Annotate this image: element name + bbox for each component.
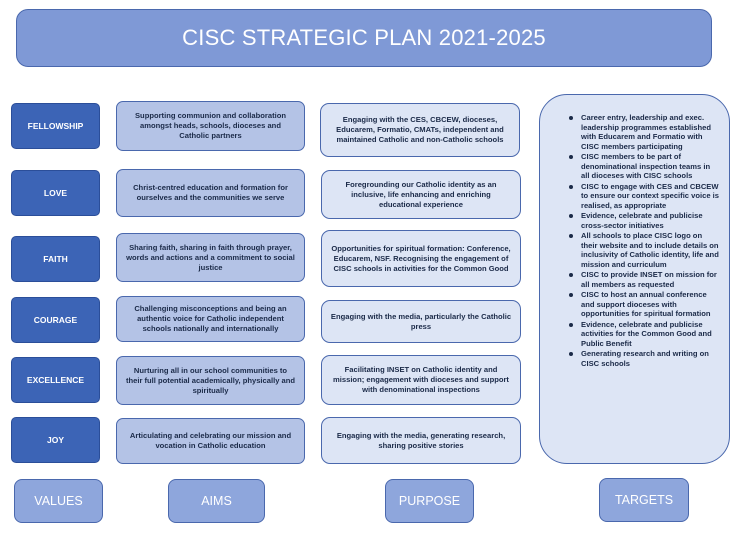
bullet-icon <box>569 214 573 218</box>
target-item: Evidence, celebrate and publicise cross-… <box>569 211 719 230</box>
purpose-box-courage: Engaging with the media, particularly th… <box>321 300 521 343</box>
target-text: CISC to provide INSET on mission for all… <box>581 270 717 289</box>
target-item: CISC members to be part of denominationa… <box>569 152 719 181</box>
column-label-targets: TARGETS <box>599 478 689 522</box>
purpose-box-faith: Opportunities for spiritual formation: C… <box>321 230 521 287</box>
aim-box-excellence: Nurturing all in our school communities … <box>116 356 305 405</box>
column-label-aims: AIMS <box>168 479 265 523</box>
purpose-box-love: Foregrounding our Catholic identity as a… <box>321 170 521 219</box>
plan-title: CISC STRATEGIC PLAN 2021-2025 <box>16 9 712 67</box>
value-box-joy: JOY <box>11 417 100 463</box>
target-text: Evidence, celebrate and publicise cross-… <box>581 211 703 230</box>
target-item: Generating research and writing on CISC … <box>569 349 719 368</box>
purpose-box-joy: Engaging with the media, generating rese… <box>321 417 521 464</box>
value-box-faith: FAITH <box>11 236 100 282</box>
target-item: CISC to engage with CES and CBCEW to ens… <box>569 181 719 211</box>
purpose-box-excellence: Facilitating INSET on Catholic identity … <box>321 355 521 405</box>
value-box-fellowship: FELLOWSHIP <box>11 103 100 149</box>
aim-box-joy: Articulating and celebrating our mission… <box>116 418 305 464</box>
bullet-icon <box>569 184 573 189</box>
targets-box: Career entry, leadership and exec. leade… <box>539 94 730 464</box>
target-text: Career entry, leadership and exec. leade… <box>581 113 711 151</box>
target-item: CISC to provide INSET on mission for all… <box>569 270 719 289</box>
aim-box-love: Christ-centred education and formation f… <box>116 169 305 217</box>
target-text: CISC to host an annual conference and su… <box>581 290 711 318</box>
value-box-excellence: EXCELLENCE <box>11 357 100 403</box>
bullet-icon <box>569 322 573 327</box>
bullet-icon <box>569 352 573 356</box>
aim-box-fellowship: Supporting communion and collaboration a… <box>116 101 305 151</box>
target-item: All schools to place CISC logo on their … <box>569 231 719 269</box>
target-item: Career entry, leadership and exec. leade… <box>569 113 719 151</box>
target-text: Evidence, celebrate and publicise activi… <box>581 319 712 348</box>
column-label-values: VALUES <box>14 479 103 523</box>
bullet-icon <box>569 116 573 120</box>
aim-box-courage: Challenging misconceptions and being an … <box>116 296 305 342</box>
target-text: CISC to engage with CES and CBCEW to ens… <box>581 181 719 210</box>
bullet-icon <box>569 234 573 238</box>
targets-list: Career entry, leadership and exec. leade… <box>554 113 719 368</box>
bullet-icon <box>569 293 573 297</box>
target-text: All schools to place CISC logo on their … <box>581 231 719 269</box>
aim-box-faith: Sharing faith, sharing in faith through … <box>116 233 305 282</box>
bullet-icon <box>569 273 573 277</box>
target-text: CISC members to be part of denominationa… <box>581 152 711 180</box>
value-box-love: LOVE <box>11 170 100 216</box>
target-item: CISC to host an annual conference and su… <box>569 290 719 319</box>
target-item: Evidence, celebrate and publicise activi… <box>569 319 719 349</box>
value-box-courage: COURAGE <box>11 297 100 343</box>
column-label-purpose: PURPOSE <box>385 479 474 523</box>
target-text: Generating research and writing on CISC … <box>581 349 709 368</box>
bullet-icon <box>569 155 573 159</box>
purpose-box-fellowship: Engaging with the CES, CBCEW, dioceses, … <box>320 103 520 157</box>
